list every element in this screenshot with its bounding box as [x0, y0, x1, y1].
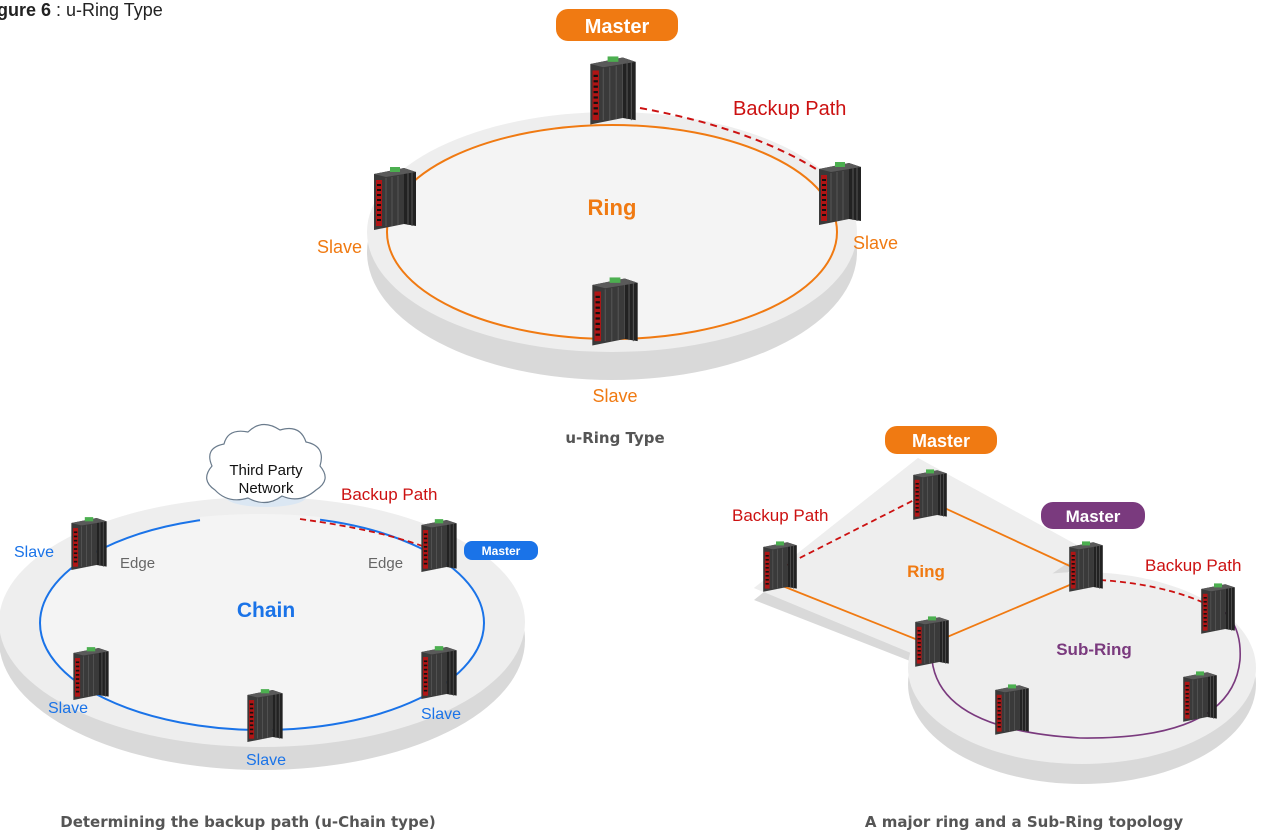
chain-caption: Determining the backup path (u-Chain typ… [60, 813, 435, 831]
chain-slave-left-switch-icon [72, 646, 110, 701]
subring-master-top-switch-icon [912, 468, 948, 521]
figure-number: igure 6 [0, 0, 52, 20]
subring-master-badge-purple-label: Master [1066, 507, 1121, 526]
ring-slave-left-label: Slave [317, 237, 362, 257]
chain-edge-right-label: Edge [368, 555, 403, 572]
ring-diagram: Master Backup Path Ring Slave Slave Slav… [317, 9, 898, 447]
subring-label: Sub-Ring [1056, 640, 1132, 659]
chain-slave-right-switch-icon [420, 645, 458, 700]
subring-platform [908, 572, 1256, 764]
subring-right-switch-icon [1200, 582, 1236, 635]
figure-title: igure 6 : u-Ring Type [0, 0, 163, 21]
ring-caption: u-Ring Type [565, 429, 664, 447]
chain-slave-bottom-switch-icon [246, 688, 284, 743]
chain-slave-top-left-label: Slave [14, 544, 54, 561]
ring-slave-right-label: Slave [853, 233, 898, 253]
subring-master-badge-purple [1041, 502, 1145, 529]
subring-backup-path-right-label: Backup Path [1145, 556, 1241, 575]
ring-backup-path [639, 107, 831, 179]
major-ring-top-right-line [937, 504, 1073, 568]
chain-master-badge-label: Master [482, 544, 521, 558]
ring-center-label: Ring [588, 195, 637, 220]
subring-master-badge-orange [885, 426, 997, 454]
cloud-label-line2: Network [238, 480, 294, 497]
subring-left-switch-icon [762, 540, 798, 593]
cloud-label-line1: Third Party [229, 462, 303, 479]
subring-caption: A major ring and a Sub-Ring topology [865, 813, 1183, 831]
chain-master-badge [464, 541, 538, 560]
subring-center-switch-icon [914, 615, 950, 668]
subring-path [931, 611, 1241, 739]
subring-bottom-left-switch-icon [994, 683, 1030, 736]
subring-master-badge-orange-label: Master [912, 431, 970, 451]
major-ring-bottom-right-line [939, 583, 1073, 641]
ring-slave-right-switch-icon [818, 161, 862, 226]
chain-edge-left-label: Edge [120, 555, 155, 572]
chain-slave-right-label: Slave [421, 706, 461, 723]
chain-slave-left-label: Slave [48, 700, 88, 717]
major-ring-bottom-left-line [779, 584, 919, 641]
chain-backup-path-label: Backup Path [341, 485, 437, 504]
chain-edge-right-switch-icon [420, 518, 458, 573]
chain-backup-path [299, 518, 429, 549]
ring-slave-bottom-label: Slave [592, 386, 637, 406]
major-ring-label: Ring [907, 562, 945, 581]
cloud-icon [206, 423, 326, 507]
chain-edge-left-switch-icon [70, 516, 108, 571]
ring-master-badge [556, 9, 678, 41]
chain-diagram: Third Party Network Backup Path Slave Ed… [0, 423, 538, 831]
subring-diagram: Master Master Backup Path Backup Path Ri… [732, 426, 1256, 831]
figure-name: : u-Ring Type [51, 0, 163, 20]
chain-center-label: Chain [237, 599, 295, 622]
major-ring-backup-path [781, 496, 921, 568]
chain-slave-bottom-label: Slave [246, 752, 286, 769]
ring-slave-bottom-switch-icon [591, 276, 639, 347]
subring-backup-path-left-label: Backup Path [732, 506, 828, 525]
ring-master-switch-icon [589, 55, 637, 126]
ring-slave-left-switch-icon [373, 166, 417, 231]
subring-bottom-right-switch-icon [1182, 670, 1218, 723]
subring-backup-path [1099, 579, 1203, 603]
subring-purple-master-switch-icon [1068, 540, 1104, 593]
ring-master-badge-label: Master [585, 16, 650, 38]
ring-backup-path-label: Backup Path [733, 98, 846, 120]
